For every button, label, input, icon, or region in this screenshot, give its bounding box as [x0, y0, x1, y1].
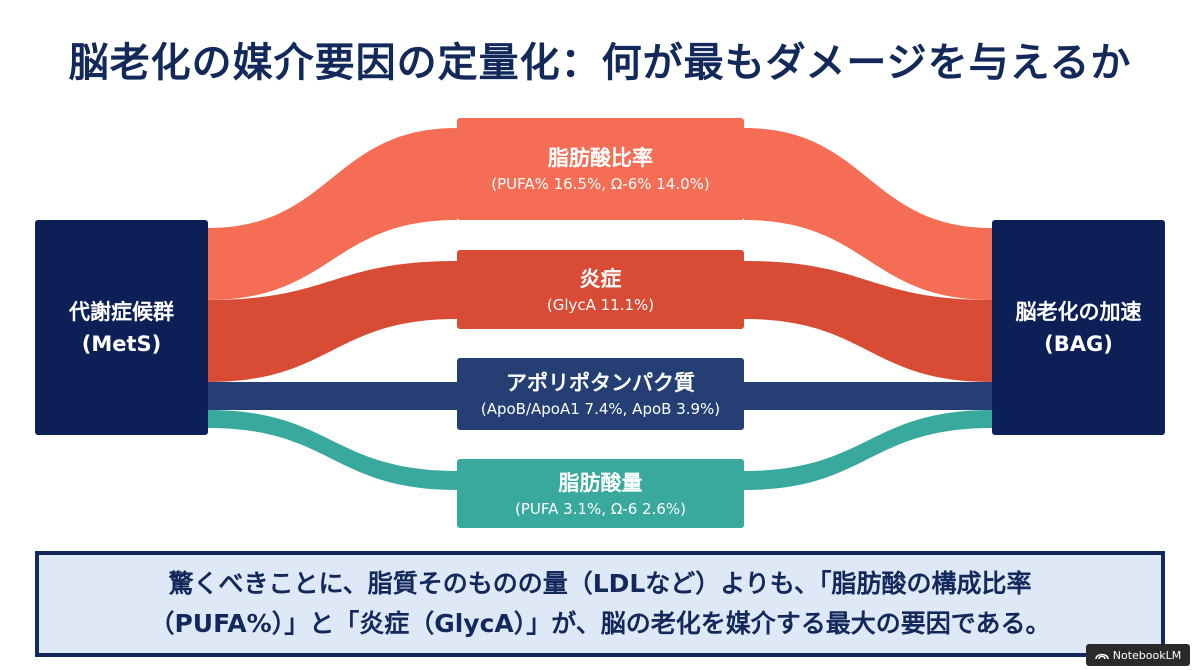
callout-line-1: 驚くべきことに、脂質そのものの量（LDLなど）よりも、「脂肪酸の構成比率 — [168, 569, 1032, 598]
key-finding-callout: 驚くべきことに、脂質そのものの量（LDLなど）よりも、「脂肪酸の構成比率 （PU… — [35, 551, 1165, 657]
callout-line-2: （PUFA%）」と「炎症（GlycA）」が、脳の老化を媒介する最大の要因である。 — [149, 609, 1051, 638]
target-node-sub: (BAG) — [1044, 331, 1113, 356]
flow-right-inflammation — [744, 261, 992, 382]
flow-left-fatty-acid-amount — [208, 410, 457, 490]
notebooklm-badge: NotebookLM — [1086, 644, 1190, 666]
source-node-mets: 代謝症候群 (MetS) — [35, 220, 208, 435]
source-node-label: 代謝症候群 — [69, 299, 174, 324]
flow-right-fatty-acid-ratio — [744, 128, 992, 300]
mediator-label: 脂肪酸量 — [558, 470, 643, 495]
mediator-label: 炎症 — [579, 266, 622, 291]
mediator-label: 脂肪酸比率 — [548, 146, 653, 170]
mediator-detail: (GlycA 11.1%) — [546, 295, 655, 314]
badge-text: NotebookLM — [1112, 648, 1182, 662]
flow-right-fatty-acid-amount — [744, 410, 992, 490]
flow-left-inflammation — [208, 261, 457, 382]
mediator-label: アポリポタンパク質 — [506, 371, 695, 395]
flow-right-apolipoprotein — [744, 382, 992, 410]
mediator-detail: (ApoB/ApoA1 7.4%, ApoB 3.9%) — [480, 400, 721, 418]
source-node-sub: (MetS) — [81, 331, 162, 356]
target-node-label: 脳老化の加速 — [1015, 299, 1142, 324]
mediator-fatty-acid-amount: 脂肪酸量 (PUFA 3.1%, Ω-6 2.6%) — [457, 459, 744, 528]
flow-left-apolipoprotein — [208, 382, 457, 410]
flow-left-fatty-acid-ratio — [208, 128, 457, 300]
mediator-fatty-acid-ratio: 脂肪酸比率 (PUFA% 16.5%, Ω-6% 14.0%) — [457, 118, 744, 220]
notebooklm-logo-icon — [1094, 653, 1109, 660]
page-title: 脳老化の媒介要因の定量化：何が最もダメージを与えるか — [68, 40, 1132, 86]
mediator-detail: (PUFA 3.1%, Ω-6 2.6%) — [515, 499, 686, 518]
mediator-apolipoprotein: アポリポタンパク質 (ApoB/ApoA1 7.4%, ApoB 3.9%) — [457, 358, 744, 430]
mediator-inflammation: 炎症 (GlycA 11.1%) — [457, 250, 744, 329]
mediator-detail: (PUFA% 16.5%, Ω-6% 14.0%) — [491, 175, 710, 193]
target-node-bag: 脳老化の加速 (BAG) — [992, 220, 1165, 435]
